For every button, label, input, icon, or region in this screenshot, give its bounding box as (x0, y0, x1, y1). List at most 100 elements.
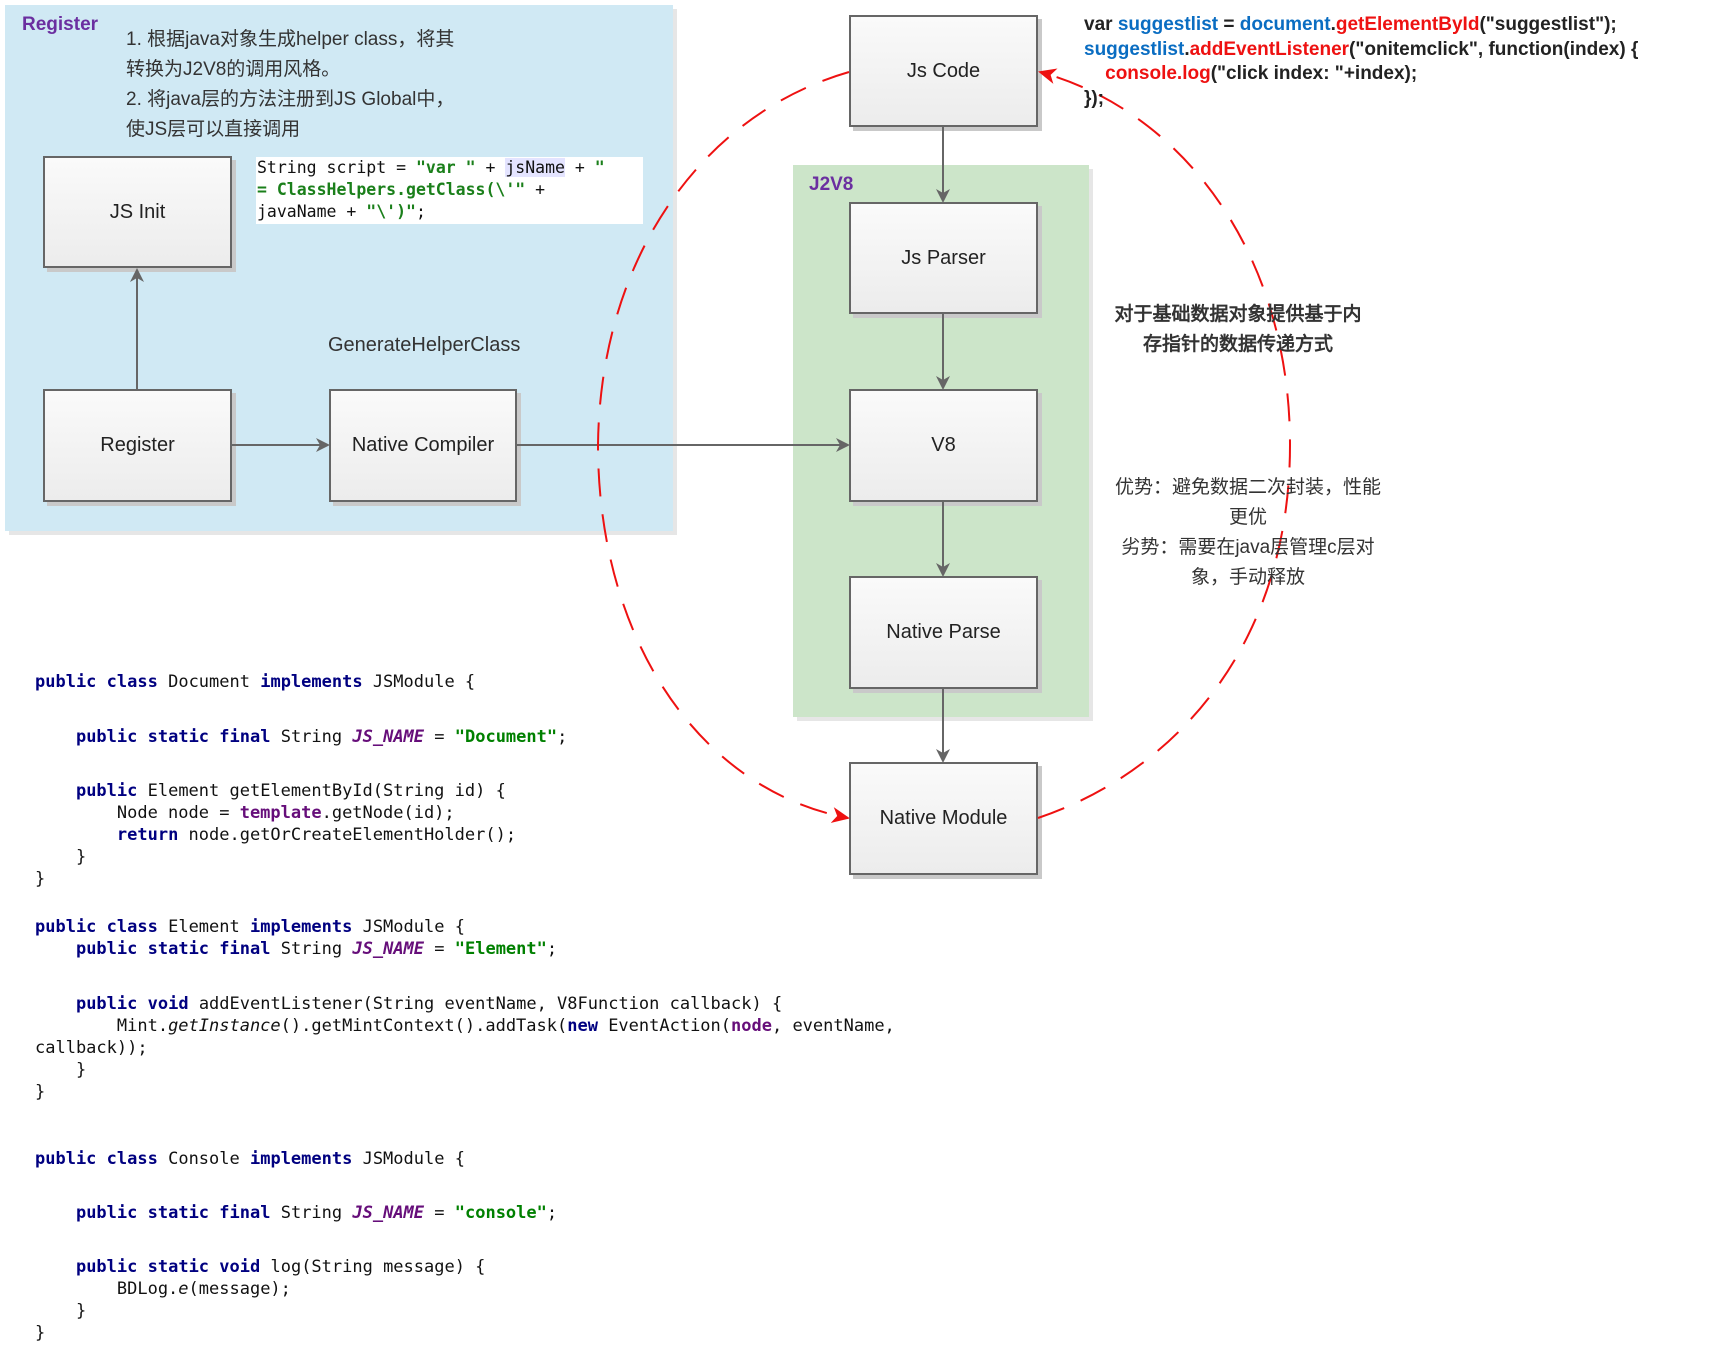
code-static-call: e (178, 1279, 189, 1299)
code-token: ().getMintContext().addTask( (280, 1016, 568, 1036)
code-keyword: void (219, 1257, 261, 1277)
register-note-line: 1. 根据java对象生成helper class，将其 (126, 29, 455, 50)
code-token (35, 939, 76, 959)
node-native-compiler[interactable]: Native Compiler (329, 389, 517, 502)
code-token: addEventListener(String eventName, V8Fun… (188, 994, 783, 1014)
code-token: String (270, 727, 353, 747)
register-panel-title: Register (22, 14, 99, 35)
node-native-parse[interactable]: Native Parse (849, 576, 1038, 689)
js-token: suggestlist (1084, 38, 1185, 60)
js-token: . (1184, 38, 1190, 60)
code-token: Document (157, 672, 261, 692)
code-token: .getNode(id); (321, 803, 455, 823)
register-note-line: 2. 将java层的方法注册到JS Global中， (126, 89, 455, 110)
code-console-method: public static void log(String message) { (35, 1256, 485, 1278)
node-v8[interactable]: V8 (849, 389, 1038, 502)
node-native-module[interactable]: Native Module (849, 762, 1038, 875)
code-token: (message); (188, 1279, 291, 1299)
note-line: 对于基础数据对象提供基于内 (1114, 304, 1362, 325)
code-token (35, 994, 76, 1014)
code-keyword: class (106, 917, 158, 937)
snippet-token: + (525, 180, 546, 199)
snippet-token: String script = (257, 158, 416, 177)
code-token (35, 781, 76, 801)
code-keyword: public (75, 1257, 138, 1277)
code-token (35, 1257, 76, 1277)
code-keyword: static (147, 939, 210, 959)
j2v8-panel-title: J2V8 (809, 174, 854, 195)
code-constant: JS_NAME (352, 939, 425, 959)
code-token: ; (557, 727, 568, 747)
code-console-field: public static final String JS_NAME = "co… (35, 1202, 557, 1224)
code-keyword: public (75, 781, 138, 801)
code-element-close-method: } (35, 1060, 87, 1080)
node-label: Native Compiler (351, 434, 495, 456)
side-note-summary: 对于基础数据对象提供基于内 存指针的数据传递方式 (1088, 300, 1388, 360)
code-console-close-method: } (35, 1301, 87, 1321)
node-js-code[interactable]: Js Code (849, 15, 1038, 127)
code-token: log(String message) { (260, 1257, 486, 1277)
js-token: ("click index: "+index); (1210, 63, 1418, 84)
code-token (96, 917, 106, 937)
side-note-cons: 劣势：需要在java层管理c层对 象，手动释放 (1098, 533, 1398, 593)
code-token (35, 1203, 76, 1223)
js-token (1084, 63, 1105, 84)
code-keyword: public (35, 917, 97, 937)
code-keyword: public (75, 994, 138, 1014)
code-token (137, 939, 147, 959)
note-line: 象，手动释放 (1190, 567, 1305, 588)
code-keyword: static (147, 1203, 210, 1223)
code-token: = (424, 939, 455, 959)
node-label: Register (100, 434, 175, 456)
code-token: Element getElementById(String id) { (137, 781, 506, 801)
code-token: = (424, 1203, 455, 1223)
node-js-parser[interactable]: Js Parser (849, 202, 1038, 314)
code-document-body2: return node.getOrCreateElementHolder(); (35, 824, 516, 846)
code-console-body1: BDLog.e(message); (35, 1278, 291, 1300)
js-token: ("suggestlist"); (1479, 14, 1617, 35)
code-keyword: void (147, 994, 189, 1014)
node-register[interactable]: Register (43, 389, 232, 502)
node-label: Js Code (906, 59, 981, 82)
code-token: ; (546, 1203, 558, 1223)
note-line: 存指针的数据传递方式 (1142, 334, 1333, 355)
snippet-string: "var " (415, 158, 476, 177)
code-element-field: public static final String JS_NAME = "El… (35, 938, 557, 960)
snippet-string: = ClassHelpers.getClass(\'" (257, 180, 526, 199)
code-console-decl: public class Console implements JSModule… (35, 1148, 465, 1170)
js-token: var (1084, 14, 1118, 35)
code-keyword: return (116, 825, 179, 845)
js-token: . (1330, 14, 1336, 35)
code-constant: JS_NAME (352, 1203, 425, 1223)
js-example: var suggestlist = document.getElementByI… (1084, 13, 1638, 111)
code-token (209, 1203, 219, 1223)
js-token: document (1239, 14, 1331, 35)
code-keyword: static (147, 727, 210, 747)
register-note-line: 使JS层可以直接调用 (126, 119, 301, 140)
code-field: node (731, 1016, 772, 1036)
snippet-token: javaName + (257, 202, 367, 221)
js-token: suggestlist (1117, 14, 1219, 35)
edge-label-generate-helper-class: GenerateHelperClass (328, 334, 521, 356)
node-js-init[interactable]: JS Init (43, 156, 232, 268)
code-keyword: implements (249, 917, 353, 937)
code-keyword: new (567, 1016, 598, 1036)
side-note-pros: 优势：避免数据二次封装，性能 更优 (1098, 473, 1398, 533)
code-keyword: public (75, 727, 138, 747)
register-note-line: 转换为J2V8的调用风格。 (126, 59, 341, 80)
code-string: "Document" (454, 727, 558, 747)
code-document-body1: Node node = template.getNode(id); (35, 802, 455, 824)
code-token (209, 1257, 219, 1277)
code-token: JSModule { (362, 672, 476, 692)
code-token (35, 727, 76, 747)
code-element-body1: Mint.getInstance().getMintContext().addT… (35, 1015, 895, 1037)
script-snippet: String script = "var " + jsName + " = Cl… (256, 157, 643, 224)
code-token (137, 1203, 147, 1223)
code-token (209, 727, 219, 747)
code-token: , eventName, (771, 1016, 895, 1036)
code-element-decl: public class Element implements JSModule… (35, 916, 465, 938)
code-string: "Element" (454, 939, 547, 959)
code-element-method: public void addEventListener(String even… (35, 993, 782, 1015)
code-field: template (239, 803, 322, 823)
js-token: console.log (1105, 63, 1211, 84)
